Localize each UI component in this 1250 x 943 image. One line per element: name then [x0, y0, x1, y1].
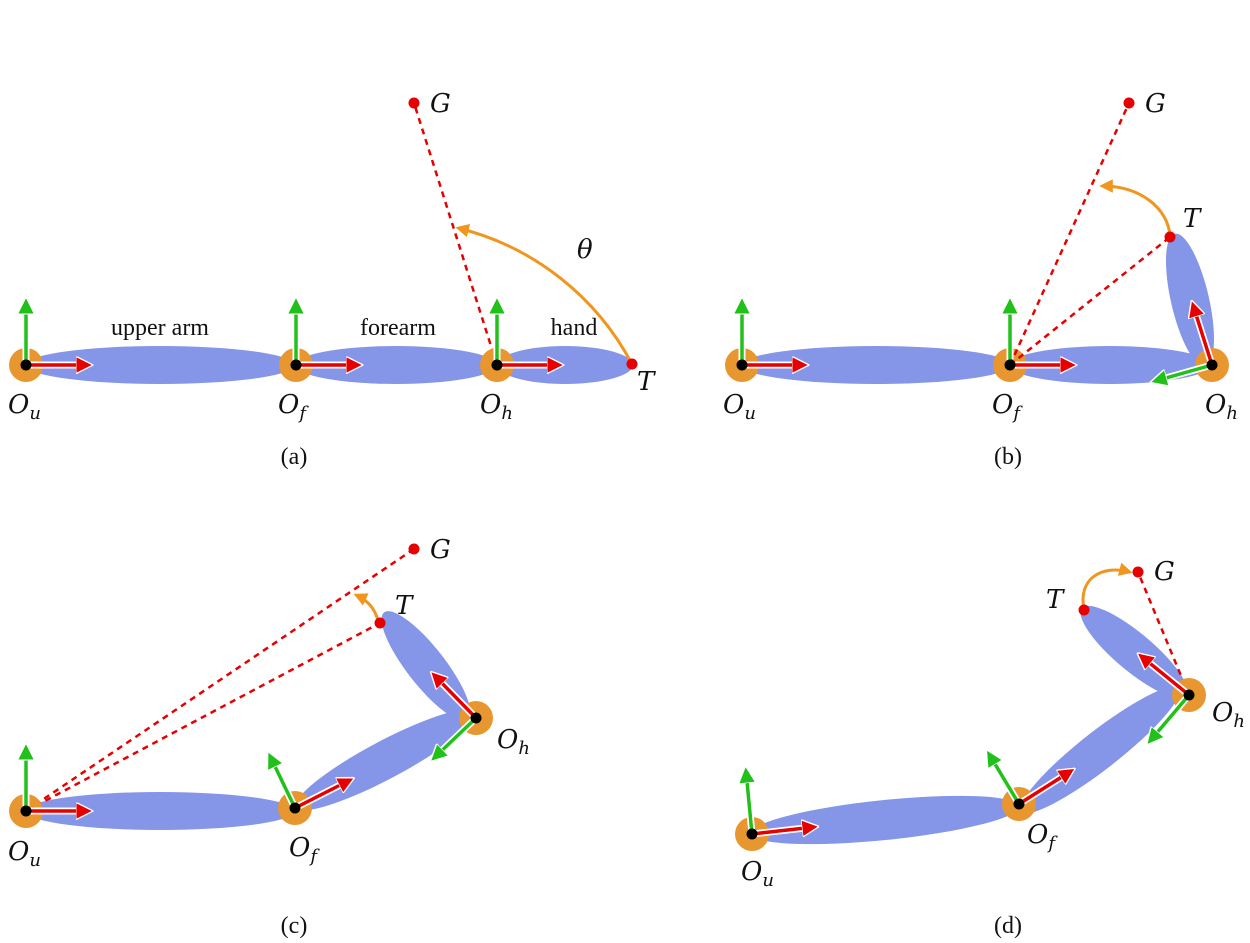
- panel-d: G T Ou Of Oh (d): [735, 557, 1245, 939]
- rotation-arc: [1081, 562, 1133, 610]
- goal-point: [408, 97, 420, 109]
- label-goal: G: [1154, 557, 1175, 587]
- label-tip: T: [395, 591, 414, 621]
- caption-b: (b): [994, 444, 1022, 470]
- tip-point: [1078, 604, 1090, 616]
- joint-upper: [9, 302, 88, 382]
- joint-hand: [1141, 656, 1206, 741]
- tip-point: [374, 617, 386, 629]
- target-line: [1008, 102, 1131, 366]
- label-joint-fore: Of: [278, 390, 309, 424]
- label-goal: G: [430, 535, 451, 565]
- panel-c: G T Ou Of Oh (c): [8, 535, 530, 939]
- label-joint-fore: Of: [992, 390, 1023, 424]
- upper-arm-limb: [25, 792, 295, 830]
- label-joint-fore: Of: [1027, 820, 1058, 854]
- caption-a: (a): [281, 444, 308, 470]
- panel-b: G T Ou Of Oh (b): [723, 89, 1238, 470]
- label-joint-hand: Oh: [497, 725, 530, 759]
- panel-a: upper arm forearm hand G T θ Ou Of Oh (a…: [8, 89, 656, 470]
- goal-point: [1123, 97, 1135, 109]
- target-line: [1136, 571, 1191, 696]
- label-forearm: forearm: [360, 315, 436, 341]
- joint-fore: [279, 302, 358, 382]
- label-goal: G: [1145, 89, 1166, 119]
- label-joint-fore: Of: [289, 833, 320, 867]
- joint-upper: [9, 748, 88, 828]
- joint-hand: [1155, 305, 1229, 382]
- tip-point: [626, 358, 638, 370]
- label-hand: hand: [551, 315, 598, 341]
- caption-d: (d): [994, 913, 1022, 939]
- label-joint-upper: Ou: [741, 857, 774, 891]
- label-tip: T: [1183, 204, 1202, 234]
- joint-hand: [480, 302, 559, 382]
- tip-line: [1009, 236, 1171, 366]
- label-joint-hand: Oh: [1212, 698, 1245, 732]
- upper-arm-limb: [750, 795, 1020, 845]
- rotation-arc: [353, 593, 380, 622]
- goal-point: [1132, 566, 1144, 578]
- joint-fore: [270, 756, 350, 825]
- label-upper-arm: upper arm: [111, 315, 209, 341]
- upper-arm-limb: [741, 346, 1011, 384]
- label-joint-upper: Ou: [8, 390, 41, 424]
- joint-hand: [434, 675, 493, 758]
- hand-limb: [497, 346, 633, 384]
- rotation-arc: [1099, 179, 1172, 237]
- label-angle: θ: [577, 235, 593, 265]
- joint-upper: [735, 771, 814, 851]
- label-joint-upper: Ou: [723, 390, 756, 424]
- upper-arm-limb: [25, 346, 295, 384]
- tip-point: [1164, 231, 1176, 243]
- forearm-limb: [295, 346, 497, 384]
- label-joint-hand: Oh: [480, 390, 513, 424]
- joint-fore: [989, 754, 1071, 821]
- goal-point: [408, 543, 420, 555]
- label-tip: T: [637, 367, 656, 397]
- label-joint-hand: Oh: [1205, 390, 1238, 424]
- tip-line: [25, 621, 381, 813]
- forearm-limb: [1020, 686, 1180, 814]
- target-line: [25, 547, 415, 813]
- label-tip: T: [1046, 585, 1065, 615]
- rotation-arc: [455, 224, 634, 365]
- label-joint-upper: Ou: [8, 837, 41, 871]
- caption-c: (c): [281, 913, 308, 939]
- joint-upper: [725, 302, 804, 382]
- label-goal: G: [430, 89, 451, 119]
